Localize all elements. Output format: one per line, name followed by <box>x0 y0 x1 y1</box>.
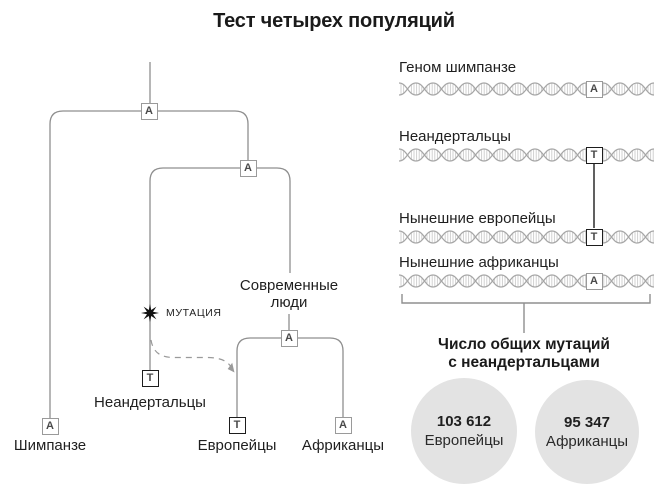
shared-mutations-caption-line2: с неандертальцами <box>448 354 600 371</box>
genome-allele-box-neanderthals: T <box>585 146 603 164</box>
phylo-tree-lines <box>49 62 344 419</box>
shared-mutations-caption-line1: Число общих мутаций <box>438 336 610 353</box>
europeans-label: Европейцы <box>197 437 277 454</box>
europeans-shared-count: 103 612 <box>436 413 492 430</box>
genomes-bracket <box>401 294 651 333</box>
genome-row-label-chimpanzee: Геном шимпанзе <box>399 59 517 76</box>
allele-box-europeans: T <box>228 416 246 434</box>
genome-allele-box-chimpanzee: A <box>585 80 603 98</box>
africans-shared-count: 95 347 <box>564 414 610 431</box>
modern-humans-label-line2: люди <box>270 294 308 311</box>
dna-helix-neanderthal <box>398 148 655 162</box>
gene-flow-dashed-line <box>150 339 233 368</box>
count-bubble-europeans: 103 612 Европейцы <box>411 378 517 484</box>
genome-row-label-neanderthals: Неандертальцы <box>399 128 511 145</box>
allele-box-chimpanzee: A <box>41 417 59 435</box>
neanderthals-label: Неандертальцы <box>94 394 206 411</box>
gene-flow-arrowhead <box>227 362 235 373</box>
shared-mutations-caption: Число общих мутаций с неандертальцами <box>398 336 650 372</box>
genome-allele-box-africans: A <box>585 272 603 290</box>
allele-box-africans: A <box>334 416 352 434</box>
allele-box-modern-humans: A <box>280 329 298 347</box>
count-bubble-africans: 95 347 Африканцы <box>535 380 639 484</box>
allele-box-root: A <box>140 102 158 120</box>
dna-helix-europeans <box>398 230 655 244</box>
mutation-star-icon <box>141 304 159 322</box>
africans-label: Африканцы <box>301 437 385 454</box>
modern-humans-label-line1: Современные <box>239 277 339 294</box>
chimpanzee-label: Шимпанзе <box>13 437 87 454</box>
genome-row-label-europeans: Нынешние европейцы <box>399 210 556 227</box>
genome-allele-box-europeans: T <box>585 228 603 246</box>
genome-row-label-africans: Нынешние африканцы <box>399 254 559 271</box>
mutation-label: МУТАЦИЯ <box>166 307 222 319</box>
allele-box-human-branch: A <box>239 159 257 177</box>
allele-box-neanderthals: T <box>141 369 159 387</box>
diagram-title: Тест четырех популяций <box>213 10 455 32</box>
dna-helix-africans <box>398 274 655 288</box>
europeans-count-label: Европейцы <box>424 432 504 449</box>
dna-helix-chimpanzee <box>398 82 655 96</box>
modern-humans-label: Современные люди <box>234 277 344 311</box>
africans-count-label: Африканцы <box>545 433 629 450</box>
